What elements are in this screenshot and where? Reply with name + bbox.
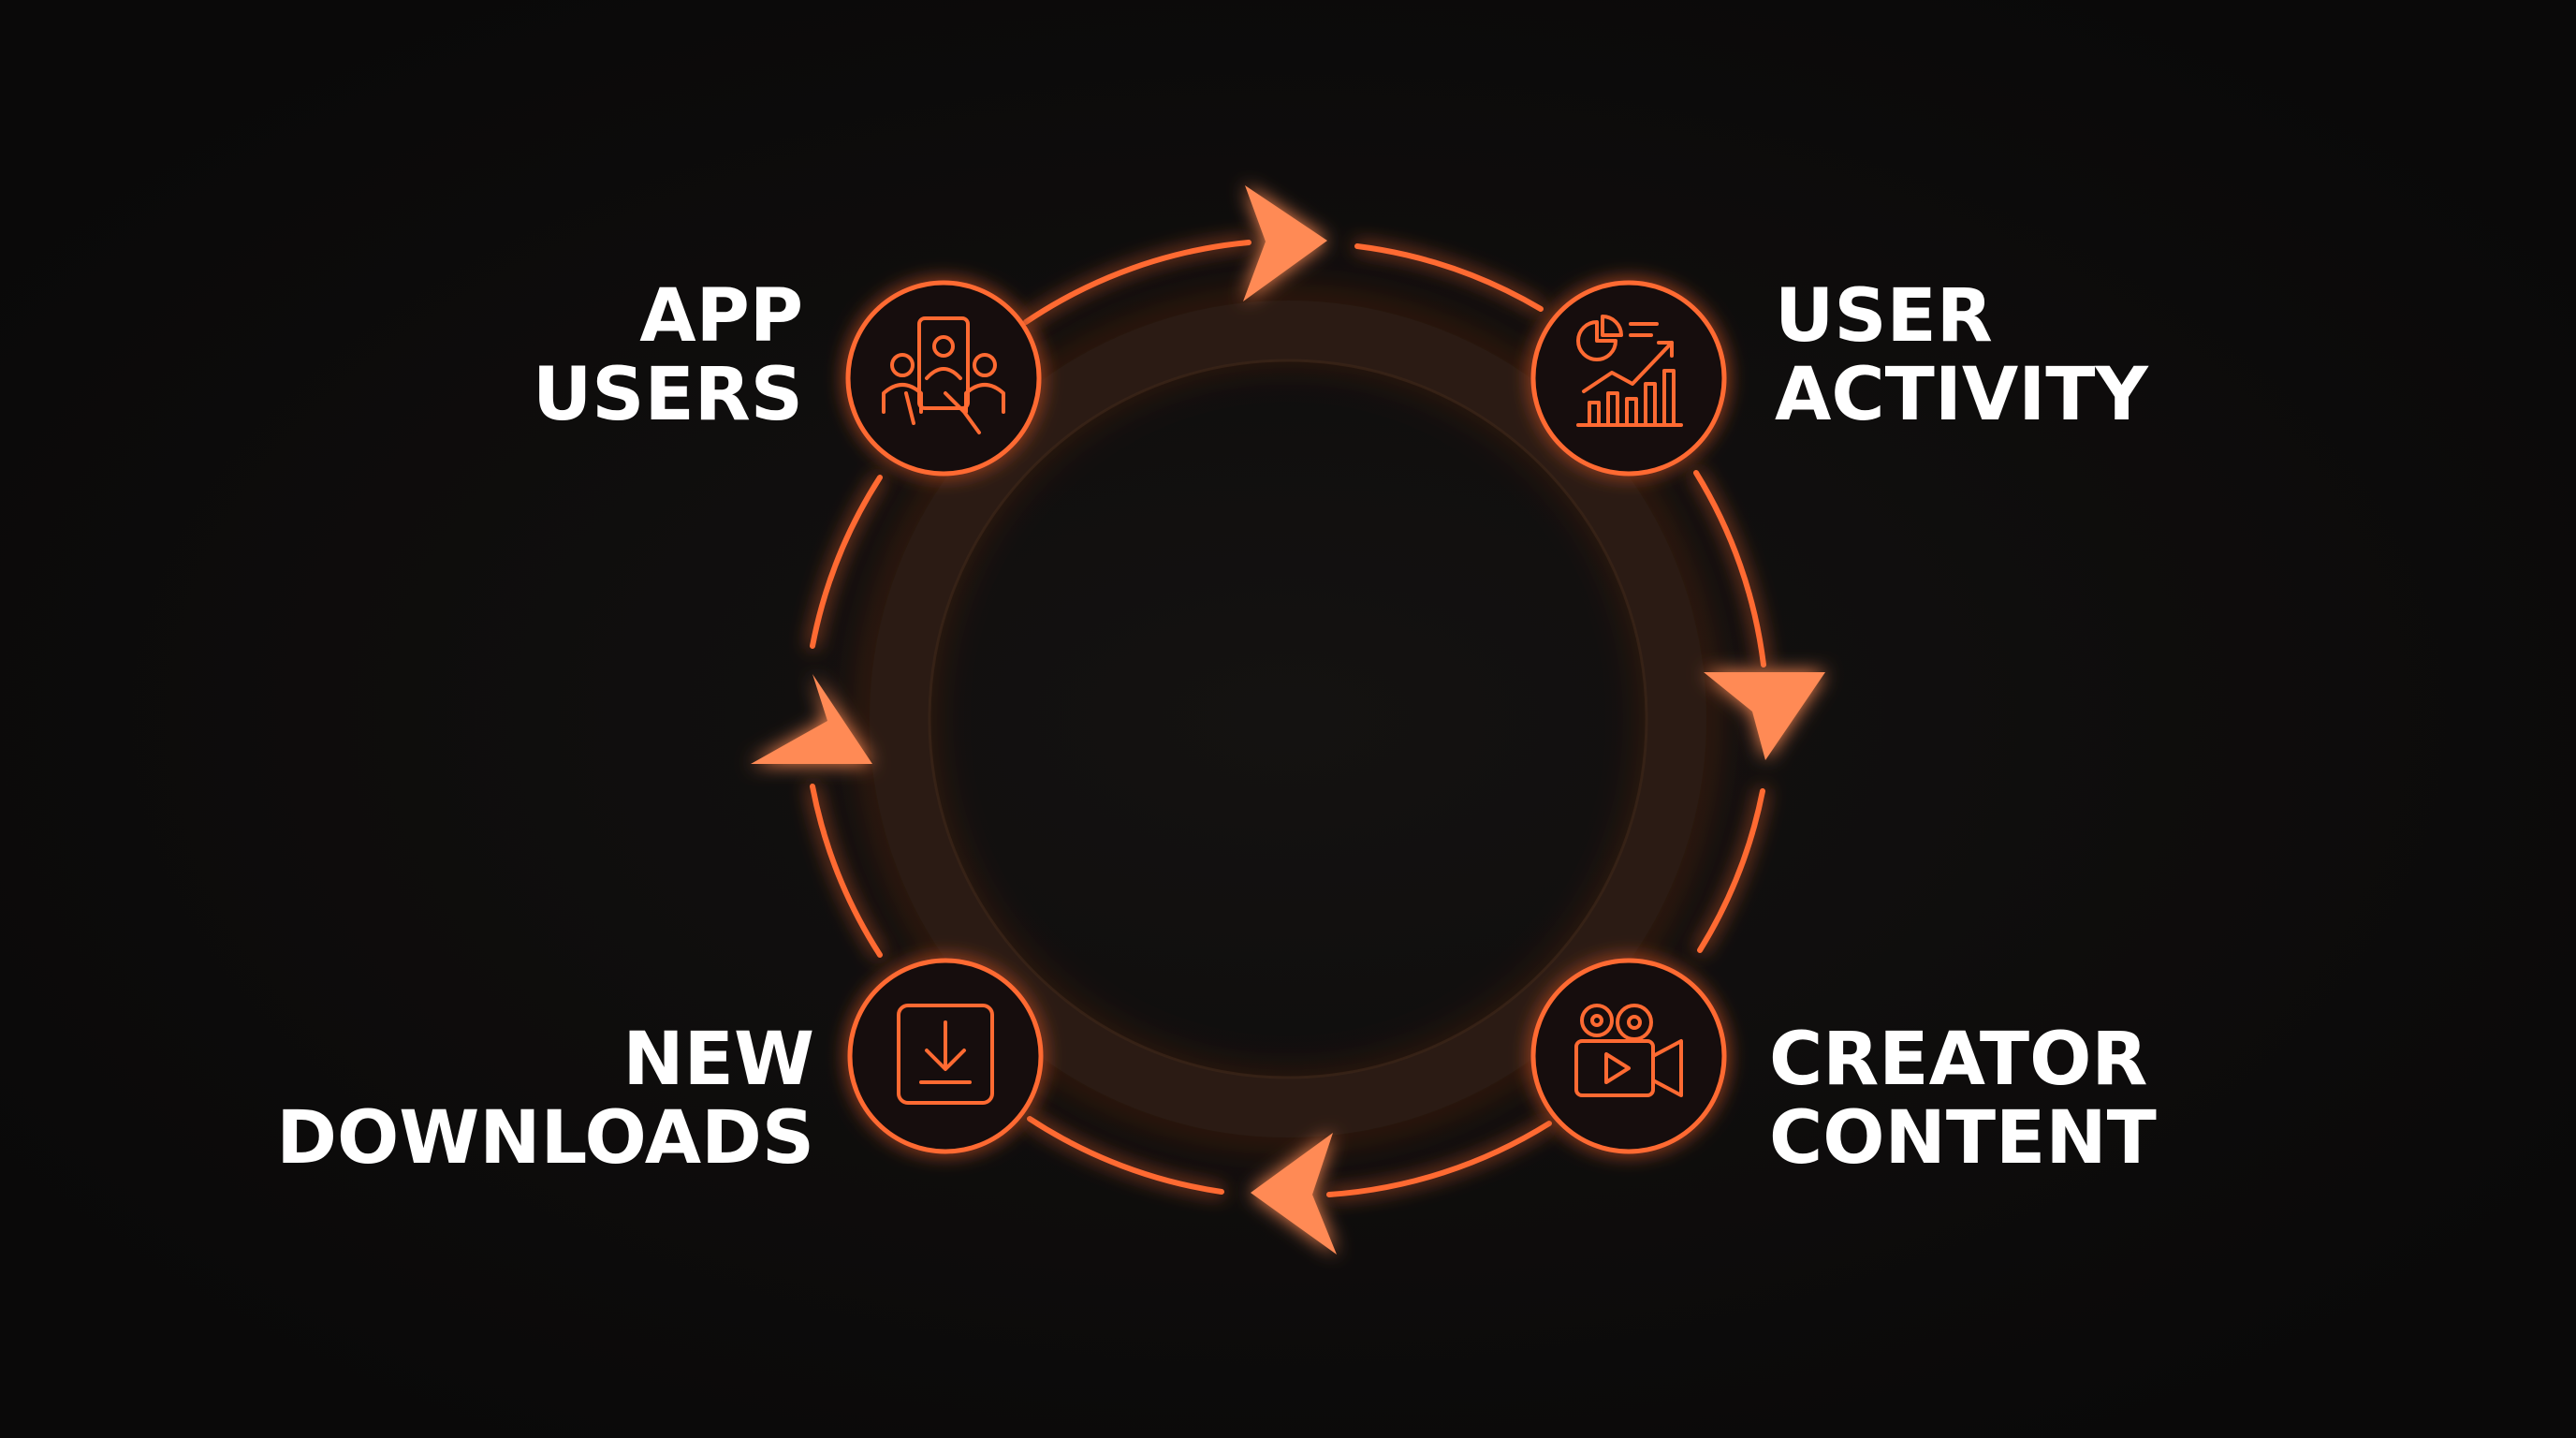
node-creator-content[interactable] <box>1530 958 1727 1154</box>
node-ring <box>1530 958 1727 1154</box>
arrow-bottom-icon <box>1251 1133 1337 1255</box>
download-icon <box>897 1004 994 1105</box>
label-line: USERS <box>532 353 803 437</box>
arc-top-left <box>1023 240 1251 325</box>
node-new-downloads[interactable] <box>847 958 1044 1154</box>
label-line: USER <box>1775 274 1993 359</box>
analytics-chart-icon <box>1576 315 1683 427</box>
label-line: APP <box>639 274 803 359</box>
inner-ring <box>870 301 1706 1137</box>
arc-right-upper <box>1693 470 1766 668</box>
arc-left-upper <box>810 475 883 649</box>
node-ring <box>1530 280 1727 477</box>
label-line: CREATOR <box>1769 1018 2148 1102</box>
people-with-phone-icon <box>882 316 1005 434</box>
arc-top-right <box>1354 243 1544 312</box>
label-line: NEW <box>622 1018 814 1102</box>
node-user-activity[interactable] <box>1530 280 1727 477</box>
label-line: CONTENT <box>1769 1096 2157 1181</box>
node-app-users[interactable] <box>845 280 1042 477</box>
arrow-right-icon <box>1704 672 1825 760</box>
label-new-downloads: NEW DOWNLOADS <box>187 1020 814 1178</box>
arc-bottom-left <box>1027 1116 1224 1195</box>
label-creator-content: CREATOR CONTENT <box>1769 1020 2293 1178</box>
arc-right-lower <box>1697 788 1765 953</box>
label-app-users: APP USERS <box>423 277 803 434</box>
label-line: ACTIVITY <box>1775 353 2148 437</box>
arc-bottom-right <box>1326 1121 1552 1197</box>
cycle-arrows <box>751 185 1825 1255</box>
cycle-arcs <box>810 240 1766 1197</box>
label-line: DOWNLOADS <box>276 1096 814 1181</box>
arc-left-lower <box>810 784 883 958</box>
video-camera-icon <box>1574 1004 1683 1097</box>
arrow-left-icon <box>751 674 872 764</box>
label-user-activity: USER ACTIVITY <box>1775 277 2299 434</box>
arrow-top-icon <box>1243 185 1327 301</box>
inner-ring-edge <box>928 359 1648 1079</box>
node-ring <box>845 280 1042 477</box>
